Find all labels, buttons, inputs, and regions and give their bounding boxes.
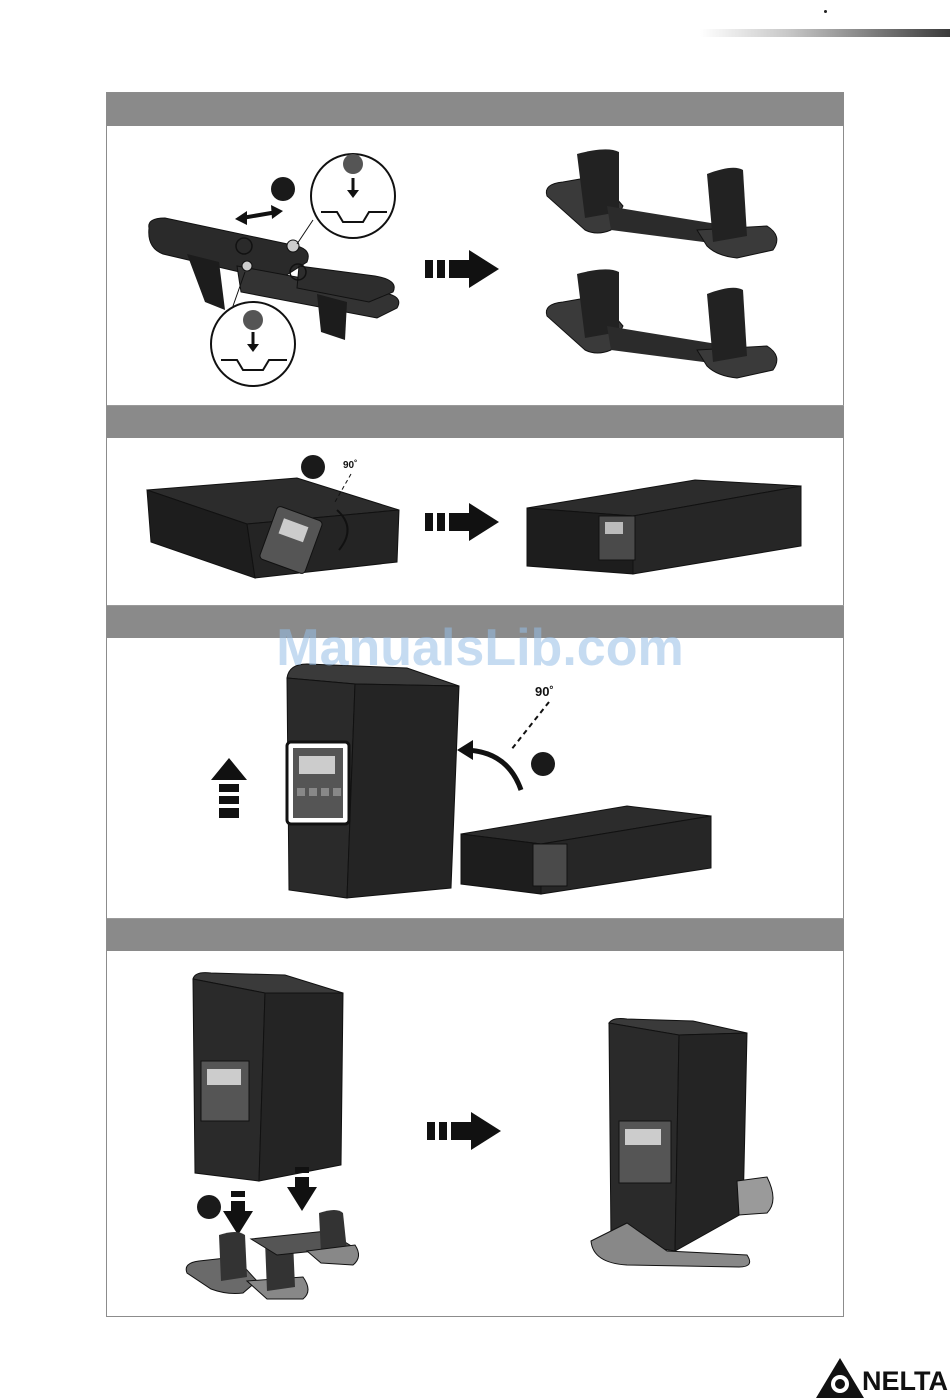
- step-2-panel: 90˚: [107, 438, 844, 605]
- angle-label: 90˚: [535, 684, 554, 699]
- result-arrow-icon: [425, 503, 499, 541]
- step-1-callout: [271, 177, 295, 201]
- step-4-panel: [107, 951, 844, 1317]
- ups-rack-lying-illustration: [461, 806, 711, 894]
- step-4-header-band: [107, 918, 844, 951]
- step-divider: [107, 405, 844, 406]
- assembled-stands-illustration: [546, 149, 777, 378]
- step-1-panel: [107, 126, 844, 405]
- angle-guide-line: [511, 702, 549, 750]
- ups-rack-result-illustration: [527, 480, 801, 574]
- slide-double-arrow-icon: [235, 205, 283, 225]
- step-1-header-band: [107, 93, 844, 126]
- watermark: ManualsLib.com: [240, 618, 720, 678]
- ups-tower-illustration: [287, 664, 459, 898]
- step-4-callout: [197, 1195, 221, 1219]
- header-rule: [700, 29, 950, 37]
- latch-detail-top: [297, 154, 395, 244]
- step-2-header-band: [107, 405, 844, 438]
- ups-tower-above-stands-illustration: [193, 973, 343, 1181]
- step-divider: [107, 605, 844, 606]
- angle-label: 90˚: [343, 459, 357, 471]
- result-arrow-icon: [427, 1112, 501, 1150]
- up-arrow-icon: [211, 758, 247, 818]
- stands-on-floor-illustration: [186, 1210, 358, 1299]
- step-2-callout: [301, 455, 325, 479]
- ups-tower-on-stands-illustration: [591, 1019, 773, 1268]
- step-divider: [107, 918, 844, 919]
- ups-rack-rotate-panel-illustration: [147, 478, 399, 578]
- delta-logo-text: NELTA: [862, 1366, 948, 1397]
- rotate-arrow-head: [457, 740, 473, 760]
- step-3-callout: [531, 752, 555, 776]
- step-3-panel: 90˚: [107, 638, 844, 918]
- result-arrow-icon: [425, 250, 499, 288]
- header-dot: [824, 10, 827, 13]
